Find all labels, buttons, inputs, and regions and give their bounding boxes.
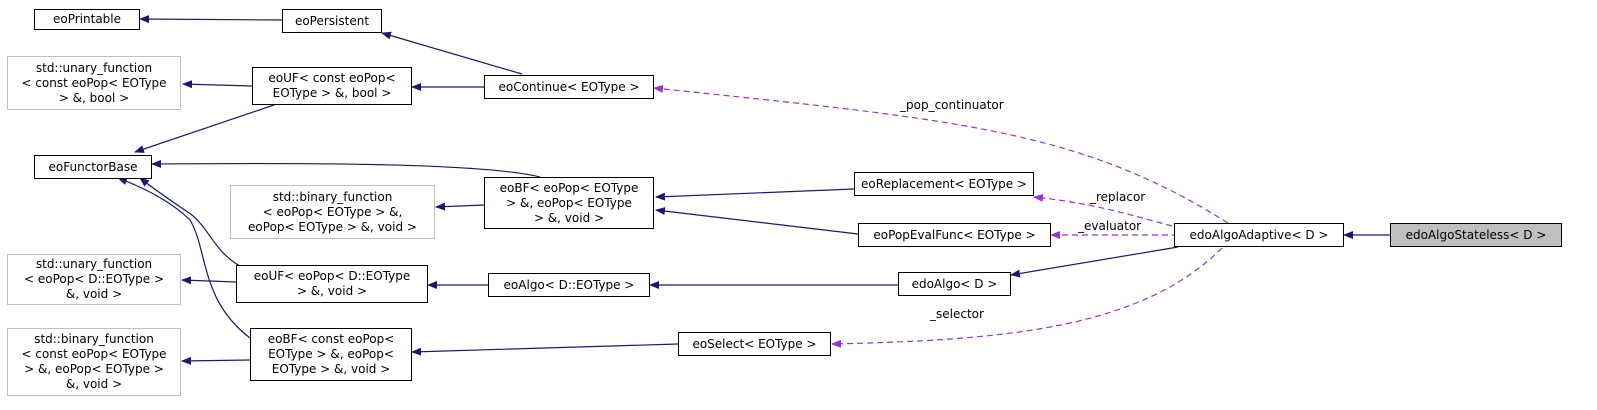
node-std-unary-function-void[interactable]: std::unary_function< eoPop< D::EOType >&…: [7, 254, 181, 305]
node-eoFunctorBase[interactable]: eoFunctorBase: [34, 155, 152, 179]
node-label-line: eoPopEvalFunc< EOType >: [873, 227, 1036, 242]
node-label-line: > &, void >: [533, 210, 605, 225]
node-eoBF-const-eoPop-void[interactable]: eoBF< const eoPop<EOType > &, eoPop<EOTy…: [250, 328, 412, 381]
node-label-line: eoBF< eoPop< EOType: [499, 180, 639, 195]
node-eoContinue[interactable]: eoContinue< EOType >: [484, 75, 654, 99]
edge-adaptive-edoAlgo: [1010, 246, 1179, 278]
label-selector: _selector: [930, 307, 984, 321]
node-label-line: std::unary_function: [35, 60, 153, 75]
label-replacor: _replacor: [1090, 190, 1146, 204]
edge-eoBF-const-std-binary: [181, 356, 251, 365]
node-label-line: eoAlgo< D::EOType >: [503, 277, 635, 292]
node-eoUF-eoPop-void[interactable]: eoUF< eoPop< D::EOType> &, void >: [236, 265, 428, 303]
edge-eoContinue-eoPersistent: [381, 31, 523, 75]
node-std-binary-function-void[interactable]: std::binary_function< eoPop< EOType > &,…: [230, 185, 435, 239]
node-label-line: eoUF< eoPop< D::EOType: [253, 269, 411, 283]
edge-eoUF-void-std-unary: [181, 276, 237, 285]
node-label-line: eoBF< const eoPop<: [267, 332, 395, 346]
node-label-line: EOType > &, eoPop<: [268, 347, 394, 361]
node-label-line: eoPersistent: [294, 13, 370, 28]
edge-eoPopEvalFunc-eoBF: [655, 207, 859, 235]
node-label-line: &, void >: [65, 377, 123, 391]
node-label-line: std::unary_function: [35, 257, 153, 271]
usage-replacor: [1033, 193, 1173, 227]
node-label-line: eoContinue< EOType >: [498, 79, 640, 94]
edge-eoSelect-eoBF-const: [411, 343, 679, 356]
node-label-line: < const eoPop< EOType: [21, 347, 167, 361]
edge-eoUF-void-eoFunctorBase: [139, 177, 241, 267]
node-label-line: > &, void >: [296, 284, 368, 298]
node-eoSelect[interactable]: eoSelect< EOType >: [678, 332, 831, 356]
node-eoPopEvalFunc[interactable]: eoPopEvalFunc< EOType >: [858, 223, 1051, 247]
node-eoBF-eoPop-void[interactable]: eoBF< eoPop< EOType> &, eoPop< EOType> &…: [484, 177, 654, 229]
node-label-line: eoPop< EOType > &, void >: [248, 219, 417, 234]
label-pop-continuator: _pop_continuator: [900, 98, 1004, 112]
edge-eoBF-void-std-binary: [435, 202, 485, 211]
node-eoUF-const-eoPop-bool[interactable]: eoUF< const eoPop<EOType > &, bool >: [252, 67, 412, 105]
node-label-line: eoUF< const eoPop<: [268, 71, 396, 85]
node-label-line: eoReplacement< EOType >: [861, 176, 1027, 191]
node-eoPrintable[interactable]: eoPrintable: [34, 9, 140, 30]
edge-eoReplacement-eoBF: [655, 188, 855, 201]
edge-eoUF-bool-std-unary: [182, 80, 253, 89]
node-label-line: edoAlgoAdaptive< D >: [1189, 227, 1329, 242]
label-evaluator: _evaluator: [1078, 219, 1142, 233]
edge-eoUF-bool-eoFunctorBase: [134, 104, 275, 153]
node-eoPersistent[interactable]: eoPersistent: [282, 9, 382, 33]
node-label-line: eoFunctorBase: [48, 159, 138, 174]
node-std-binary-function-const[interactable]: std::binary_function< const eoPop< EOTyp…: [7, 328, 181, 396]
node-std-unary-function-bool[interactable]: std::unary_function< const eoPop< EOType…: [7, 56, 181, 110]
node-eoReplacement[interactable]: eoReplacement< EOType >: [854, 172, 1034, 196]
node-label-line: EOType > &, bool >: [272, 86, 392, 100]
node-edoAlgo[interactable]: edoAlgo< D >: [898, 272, 1011, 296]
node-label-line: std::binary_function: [34, 332, 154, 346]
node-label-line: > &, bool >: [58, 90, 130, 105]
node-label-line: eoSelect< EOType >: [692, 336, 817, 351]
node-label-line: std::binary_function: [272, 189, 393, 204]
edge-eoBF-const-eoFunctorBase: [117, 177, 251, 339]
node-label-line: EOType > &, void >: [271, 362, 391, 376]
node-label-line: > &, eoPop< EOType >: [24, 362, 164, 376]
node-label-line: > &, eoPop< EOType: [506, 195, 632, 210]
node-edoAlgoAdaptive[interactable]: edoAlgoAdaptive< D >: [1174, 223, 1344, 247]
edge-eoBF-void-eoFunctorBase: [151, 159, 541, 178]
node-edoAlgoStateless[interactable]: edoAlgoStateless< D >: [1390, 223, 1562, 247]
node-label-line: < eoPop< EOType > &,: [262, 204, 403, 219]
edge-eoPersistent-eoPrintable: [139, 15, 283, 24]
node-label-line: edoAlgoStateless< D >: [1405, 227, 1547, 242]
usage-selector: [831, 247, 1223, 348]
node-label-line: < eoPop< D::EOType >: [23, 272, 164, 286]
node-label-line: eoPrintable: [52, 12, 121, 26]
node-label-line: edoAlgo< D >: [911, 276, 998, 291]
node-eoAlgo[interactable]: eoAlgo< D::EOType >: [488, 273, 650, 297]
node-label-line: < const eoPop< EOType: [21, 75, 167, 90]
node-label-line: &, void >: [65, 287, 123, 301]
usage-pop-continuator: [653, 84, 1229, 224]
